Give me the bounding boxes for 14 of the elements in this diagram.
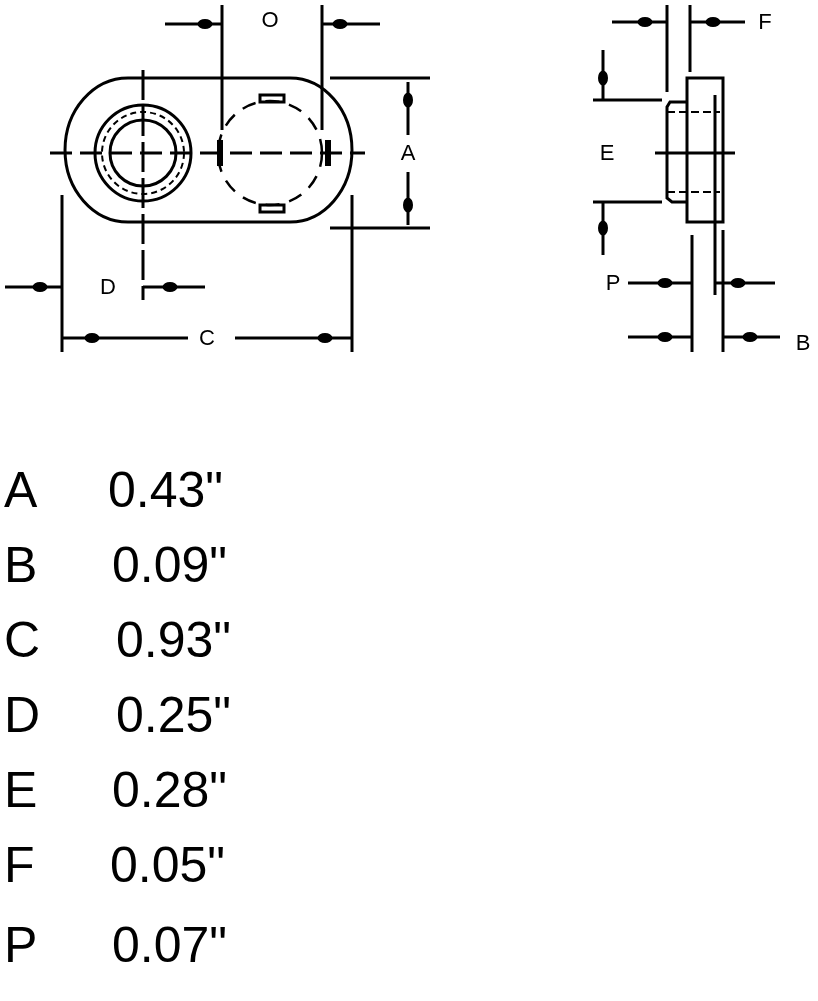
dimension-value: 0.93" bbox=[116, 615, 232, 665]
dimension-letter: P bbox=[4, 920, 38, 970]
dimension-value: 0.28" bbox=[112, 765, 228, 815]
dimension-value: 0.05" bbox=[110, 840, 226, 890]
dimension-letter: E bbox=[4, 765, 38, 815]
dimension-value: 0.25" bbox=[116, 690, 232, 740]
dimension-letter: A bbox=[4, 465, 38, 515]
dimension-value: 0.07" bbox=[112, 920, 228, 970]
dimension-letter: B bbox=[4, 540, 38, 590]
dimension-value: 0.09" bbox=[112, 540, 228, 590]
dimension-letter: C bbox=[4, 615, 41, 665]
dimension-value: 0.43" bbox=[108, 465, 224, 515]
dimension-letter: D bbox=[4, 690, 41, 740]
dimension-letter: F bbox=[4, 840, 35, 890]
